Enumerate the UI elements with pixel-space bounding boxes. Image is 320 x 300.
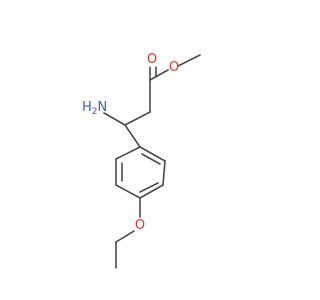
ether-oxygen-label: O <box>135 218 145 233</box>
ring-bond-4 <box>115 184 141 199</box>
bond-methine-ring <box>124 124 141 148</box>
ring-inner-double-1 <box>141 153 161 165</box>
carbonyl-oxygen-label: O <box>147 52 157 67</box>
amine-subscript: 2 <box>92 107 98 117</box>
bond-ester-oxygen-carbonyl <box>149 69 169 81</box>
bond-methyl-ester-oxygen <box>177 54 201 67</box>
ring-inner-double-2 <box>139 182 159 193</box>
amine-nitrogen: N <box>98 100 108 115</box>
bond-ch2-methine <box>124 111 151 126</box>
ring-bond-1 <box>139 146 166 162</box>
bond-methine-amine <box>103 112 126 126</box>
ring-bond-3 <box>139 184 164 199</box>
amine-hydrogen: H <box>82 100 92 115</box>
ester-oxygen-label: O <box>169 60 179 75</box>
amine-label: H2N <box>82 100 107 117</box>
structure-diagram: O O H2N O <box>82 52 201 269</box>
ring-bond-6 <box>115 146 141 160</box>
bond-ether-oxygen-ch2 <box>115 230 135 243</box>
ring-bond-2 <box>162 160 166 186</box>
